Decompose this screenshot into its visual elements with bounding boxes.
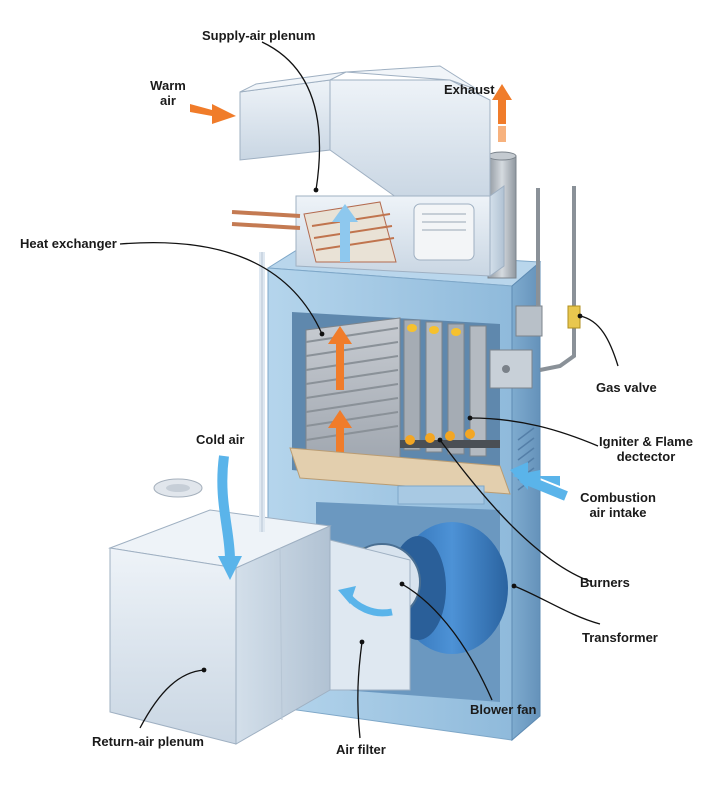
leader-blower-fan <box>401 583 493 701</box>
label-warm-air-line2: air <box>160 93 176 108</box>
label-gas-valve: Gas valve <box>596 380 657 395</box>
return-duct <box>108 509 411 745</box>
label-exhaust: Exhaust <box>444 82 495 97</box>
leader-return-air-plenum <box>139 669 205 729</box>
combustion-chamber <box>289 312 511 505</box>
label-combustion-line2: air intake <box>589 505 647 520</box>
label-air-filter: Air filter <box>336 742 386 757</box>
coil-cool-arrow <box>332 204 358 262</box>
leader-air-filter <box>357 641 363 739</box>
label-heat-exchanger: Heat exchanger <box>20 236 117 251</box>
cold-air-arrow <box>217 455 242 580</box>
leader-transformer <box>513 585 601 625</box>
label-blower-fan: Blower fan <box>470 702 537 717</box>
humidifier <box>413 203 475 261</box>
label-cold-air: Cold air <box>196 432 245 447</box>
label-transformer: Transformer <box>582 630 658 645</box>
heat-exchanger <box>305 317 487 471</box>
burners <box>400 429 500 448</box>
leader-gas-valve <box>579 315 619 367</box>
leader-heat-exchanger <box>119 241 323 335</box>
label-burners: Burners <box>580 575 630 590</box>
warm-air-arrow <box>190 104 236 124</box>
label-igniter-line2: dectector <box>616 449 676 464</box>
internal-warm-arrows <box>328 326 352 456</box>
manifold-block <box>397 485 485 505</box>
combustion-air-arrow <box>510 462 568 501</box>
label-igniter: Igniter & Flame dectector <box>586 434 706 464</box>
label-warm-air-line1: Warm <box>150 78 186 93</box>
leader-igniter <box>469 417 599 447</box>
label-igniter-line1: Igniter & Flame <box>599 434 693 449</box>
supply-duct <box>231 65 505 277</box>
label-supply-air-plenum: Supply-air plenum <box>202 28 316 43</box>
exhaust-arrow <box>492 84 512 142</box>
leader-lines <box>119 41 619 739</box>
leader-dots <box>201 187 583 673</box>
burner-shelf <box>289 447 511 495</box>
leader-supply-air-plenum <box>261 41 321 191</box>
blower-air-arrow <box>338 586 393 617</box>
label-combustion-air-intake: Combustion air intake <box>568 490 668 520</box>
label-combustion-line1: Combustion <box>580 490 656 505</box>
gas-pipes <box>536 186 576 372</box>
label-warm-air: Warm air <box>148 78 188 108</box>
gas-valve-box <box>489 305 543 389</box>
leader-burners <box>439 439 593 583</box>
label-return-air-plenum: Return-air plenum <box>92 734 204 749</box>
